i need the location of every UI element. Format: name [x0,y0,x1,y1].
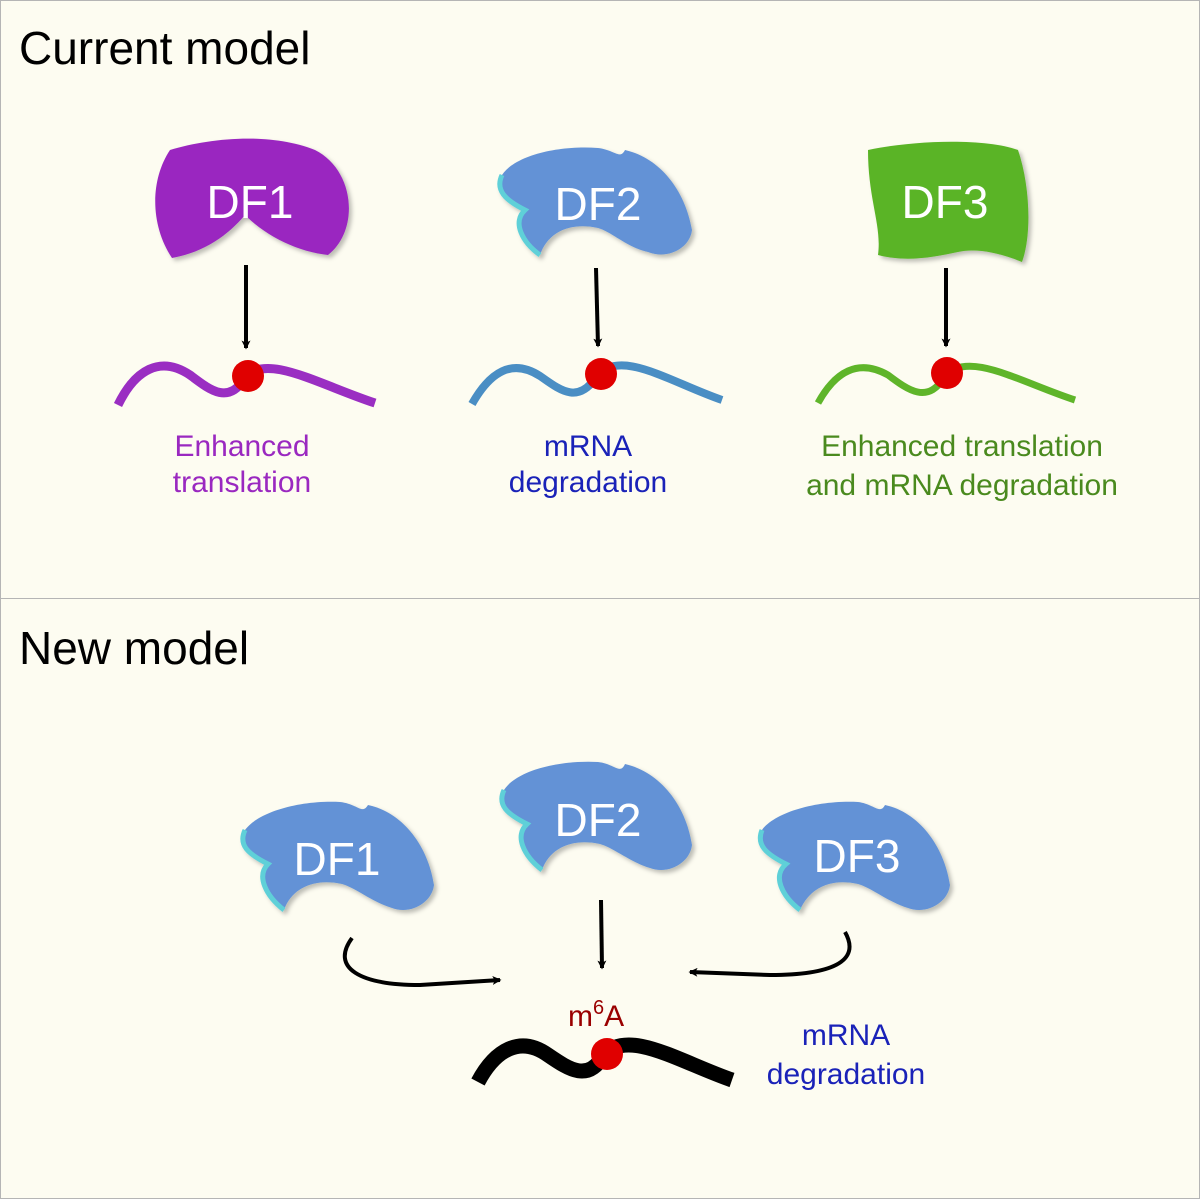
current-df3-label: DF3 [902,176,989,228]
current-model-title: Current model [19,22,311,74]
current-df1-label: DF1 [207,176,294,228]
m6a-label: m6A [568,997,624,1033]
current-df1-mrna [113,361,377,408]
current-df2-m6a-site [585,358,617,390]
m6a-superscript: 6 [593,997,604,1019]
new-df1-label: DF1 [294,833,381,885]
new-outcome-line2: degradation [767,1058,925,1091]
new-df1-arrow [342,936,502,988]
new-df1-shape [242,801,434,911]
current-df2-shape [499,147,692,255]
current-df1-m6a-site [232,360,264,392]
new-df1-protein: DF1 [240,801,434,912]
current-model-panel: Current model [0,0,1200,600]
current-df2-protein: DF2 [497,147,692,258]
current-df2-arrow [593,267,603,348]
current-df3-m6a-site [931,357,963,389]
current-df2-outcome-line2: degradation [509,466,667,499]
m6a-base: m [568,1000,593,1033]
current-df2-outcome-line1: mRNA [544,430,632,463]
new-df3-protein: DF3 [757,801,950,912]
current-df3-protein: DF3 [868,141,1029,262]
current-df1-protein: DF1 [155,138,349,258]
current-df3-outcome-line1: Enhanced translation [821,430,1103,463]
current-df3-mrna [814,362,1077,405]
new-mrna [471,1037,735,1088]
new-df3-label: DF3 [814,830,901,882]
new-model-title: New model [19,622,250,674]
new-df2-arrow [597,899,607,970]
current-df1-shape [155,138,349,258]
new-m6a-site [591,1038,623,1070]
current-df1-outcome-line2: translation [173,466,311,499]
current-df2-mrna [468,361,724,406]
current-df2-label: DF2 [555,178,642,230]
current-df1-outcome-line1: Enhanced [174,430,309,463]
new-df2-label: DF2 [555,794,642,846]
current-df3-shape [868,141,1029,262]
new-df3-shape [760,801,950,911]
m6a-suffix: A [604,1000,624,1033]
current-df3-outcome-line2: and mRNA degradation [806,469,1118,502]
new-df2-shape [501,761,692,871]
new-outcome-line1: mRNA [802,1019,890,1052]
new-df3-arrow [688,931,852,978]
new-df2-protein: DF2 [499,761,692,872]
